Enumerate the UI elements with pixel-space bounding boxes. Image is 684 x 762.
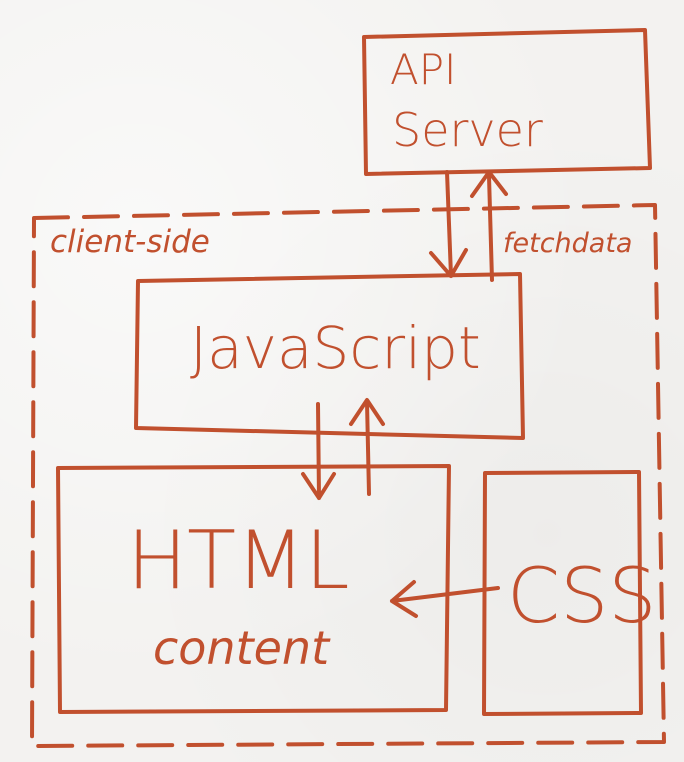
api-server-label-line1: API: [390, 45, 456, 94]
arrow-css-to-html: [390, 580, 500, 618]
arrow-up-to-javascript: [349, 398, 385, 496]
api-server-box: [362, 28, 652, 176]
arrow-down-to-javascript: [429, 170, 468, 278]
api-server-node: API Server: [362, 28, 652, 176]
css-node: CSS: [482, 470, 657, 716]
javascript-box: [134, 272, 525, 440]
fetch-data-label: fetchdata: [503, 228, 632, 259]
javascript-node: JavaScript: [134, 272, 525, 440]
api-js-arrows: [429, 170, 508, 282]
client-side-dashed-frame: [30, 203, 666, 748]
content-label: content: [153, 621, 331, 675]
html-content-node: HTML content: [56, 464, 451, 714]
css-label: CSS: [507, 551, 657, 640]
js-html-arrows: [301, 398, 385, 500]
client-side-boundary: client-side: [30, 203, 666, 748]
api-server-label-line2: Server: [392, 103, 543, 157]
arrow-up-to-api-server: [470, 170, 508, 282]
arrow-down-to-html: [301, 402, 336, 500]
css-box: [482, 470, 643, 716]
client-side-label: client-side: [50, 224, 210, 260]
html-label: HTML: [127, 514, 350, 607]
html-content-box: [56, 464, 451, 714]
javascript-label: JavaScript: [190, 314, 481, 382]
